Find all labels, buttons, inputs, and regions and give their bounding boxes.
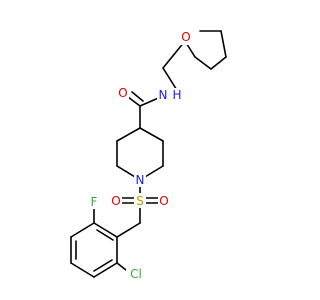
structure-drawing: O N H O N S O O: [70, 30, 227, 281]
sulfonyl-oxygen-right-atom: O: [158, 193, 170, 208]
bond: [96, 229, 114, 241]
fluorine-atom: F: [88, 194, 100, 209]
ring-oxygen-atom: O: [180, 30, 192, 45]
svg-text:F: F: [91, 195, 98, 209]
svg-text:O: O: [181, 30, 190, 44]
bond: [93, 222, 118, 238]
amide-hydrogen-atom: H: [171, 88, 183, 103]
bond: [70, 262, 95, 278]
sulfur-atom: S: [134, 193, 146, 208]
bond: [116, 222, 141, 238]
bond: [139, 127, 164, 142]
carbonyl-oxygen-atom: O: [117, 85, 129, 100]
svg-text:N: N: [136, 173, 145, 187]
chlorine-atom: Cl: [126, 266, 146, 281]
svg-text:O: O: [111, 194, 120, 208]
bond: [93, 262, 118, 278]
svg-text:N: N: [159, 88, 168, 102]
atom-labels: O N H O N S O O: [88, 30, 192, 281]
bond: [210, 56, 227, 70]
bond: [194, 56, 212, 70]
svg-text:O: O: [118, 86, 127, 100]
bond: [220, 30, 227, 58]
bond: [116, 127, 141, 142]
piperidine-nitrogen-atom: N: [134, 172, 146, 187]
svg-text:S: S: [136, 194, 144, 208]
bond: [93, 259, 113, 272]
svg-text:H: H: [172, 88, 181, 102]
bonds: [70, 30, 227, 278]
svg-text:O: O: [159, 194, 168, 208]
sulfonyl-oxygen-left-atom: O: [110, 193, 122, 208]
bond: [131, 91, 144, 102]
molecule-diagram: O N H O N S O O: [70, 30, 227, 281]
bond: [162, 40, 186, 69]
amide-nitrogen-atom: N: [157, 88, 169, 103]
bond: [127, 96, 141, 107]
svg-text:Cl: Cl: [130, 267, 142, 281]
bond: [70, 222, 95, 238]
